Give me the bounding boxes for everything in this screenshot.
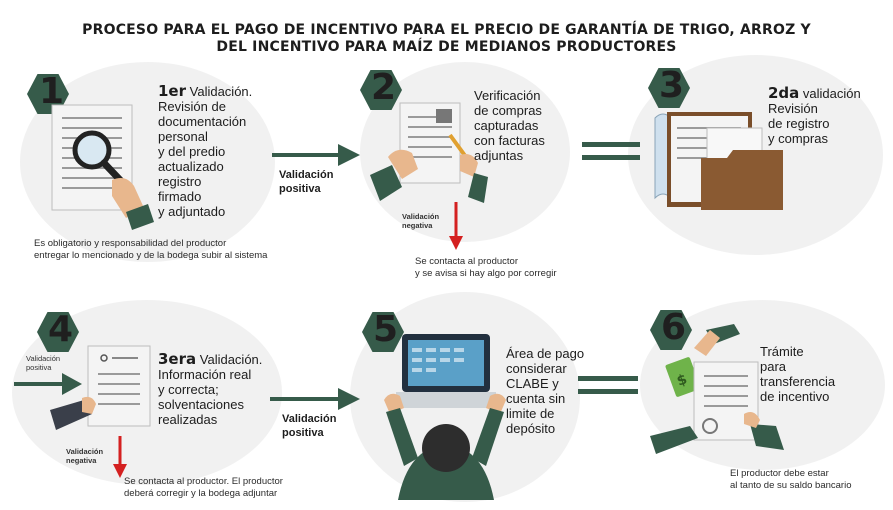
step-1-line: firmado xyxy=(158,189,202,204)
step-6-line: de incentivo xyxy=(760,389,830,404)
step-1-line: Revisión de xyxy=(158,99,226,114)
title-line-2: DEL INCENTIVO PARA MAÍZ DE MEDIANOS PROD… xyxy=(216,39,677,55)
step-2-negative-note-line: Se contacta al productor xyxy=(415,256,518,267)
step-1-heading: 1er xyxy=(158,82,187,100)
step-2-line: con facturas xyxy=(474,133,545,148)
step-4-positive-label: Validación positiva xyxy=(26,354,60,372)
step-5-line: limite de xyxy=(506,406,555,421)
step-6-line: transferencia xyxy=(760,374,836,389)
step-3-line: Revisión xyxy=(768,101,818,116)
step-4-negative-note-line: deberá corregir y la bodega adjuntar xyxy=(124,488,278,499)
step-6-note-line: al tanto de su saldo bancario xyxy=(730,480,852,491)
step-4-negative-note-line: Se contacta al productor. El productor xyxy=(124,476,283,487)
step-4-line: y correcta; xyxy=(158,382,219,397)
step-4-number: 4 xyxy=(48,309,74,350)
step-2-negative-label: Validación negativa xyxy=(402,212,439,230)
step-2-line: de compras xyxy=(474,103,542,118)
step-4-negative-label: Validación negativa xyxy=(66,447,103,465)
step-2-negative-note: Se contacta al productor y se avisa si h… xyxy=(415,256,615,280)
incoming-positive-arrow xyxy=(14,373,82,395)
checklist-document-icon xyxy=(50,345,151,430)
step-2-line: Verificación xyxy=(474,88,541,103)
step-4-heading-rest: Validación. xyxy=(196,352,263,367)
step-2-line: adjuntas xyxy=(474,148,524,163)
diagram-title: PROCESO PARA EL PAGO DE INCENTIVO PARA E… xyxy=(0,22,893,56)
equals-connector-2 xyxy=(578,376,638,394)
step-4-negative-label-line: negativa xyxy=(66,456,97,465)
step-4-positive-label-line: Validación xyxy=(26,354,61,363)
step-1-text: 1er Validación. Revisión de documentació… xyxy=(158,82,288,220)
step-4-heading: 3era xyxy=(158,350,197,368)
step-5-number: 5 xyxy=(373,309,399,350)
positive-label-1-line: positiva xyxy=(279,183,321,195)
positive-arrow-1 xyxy=(272,144,360,166)
laptop-icon xyxy=(384,334,506,500)
step-2-number: 2 xyxy=(371,67,397,108)
step-4-text: 3era Validación. Información real y corr… xyxy=(158,350,288,428)
step-5-text: Área de pago considerar CLABE y cuenta s… xyxy=(506,346,616,436)
step-5-line: depósito xyxy=(506,421,556,436)
step-3-heading-rest: validación xyxy=(799,86,861,101)
step-4-positive-label-line: positiva xyxy=(26,363,52,372)
positive-label-2: Validación positiva xyxy=(282,412,336,440)
positive-label-1-line: Validación xyxy=(279,169,334,181)
step-3-number: 3 xyxy=(659,65,685,106)
step-2-negative-label-line: Validación xyxy=(402,212,440,221)
step-1-line: y adjuntado xyxy=(158,204,226,219)
negative-arrow-2 xyxy=(449,202,463,250)
step-2-negative-label-line: negativa xyxy=(402,221,433,230)
step-3-line: y compras xyxy=(768,131,828,146)
step-1-heading-rest: Validación. xyxy=(186,84,253,99)
step-5-line: cuenta sin xyxy=(506,391,566,406)
step-1-line: documentación xyxy=(158,114,247,129)
title-line-1: PROCESO PARA EL PAGO DE INCENTIVO PARA E… xyxy=(82,22,811,38)
step-4-negative-note: Se contacta al productor. El productor d… xyxy=(124,476,354,500)
step-1-line: personal xyxy=(158,129,208,144)
equals-connector-1 xyxy=(582,142,640,160)
step-1-line: actualizado xyxy=(158,159,224,174)
step-6-line: Trámite xyxy=(760,344,804,359)
step-1-note-line: Es obligatorio y responsabilidad del pro… xyxy=(34,238,227,249)
step-3-heading: 2da xyxy=(768,84,800,102)
step-5-line: Área de pago xyxy=(506,346,585,361)
step-3-text: 2da validación Revisión de registro y co… xyxy=(768,84,888,147)
positive-label-2-line: positiva xyxy=(282,427,324,439)
step-6-line: para xyxy=(760,359,787,374)
positive-label-1: Validación positiva xyxy=(279,168,333,196)
step-1-line: registro xyxy=(158,174,202,189)
negative-arrow-4 xyxy=(113,436,127,478)
step-4-line: Información real xyxy=(158,367,252,382)
step-1-number: 1 xyxy=(39,71,65,112)
step-5-line: CLABE y xyxy=(506,376,559,391)
step-4-line: realizadas xyxy=(158,412,218,427)
step-6-note: El productor debe estar al tanto de su s… xyxy=(730,468,890,492)
step-1-note-line: entregar lo mencionado y de la bodega su… xyxy=(34,250,268,261)
positive-arrow-2 xyxy=(270,388,360,410)
document-pen-icon xyxy=(370,102,488,203)
positive-label-2-line: Validación xyxy=(282,413,337,425)
step-6-note-line: El productor debe estar xyxy=(730,468,829,479)
step-5-line: considerar xyxy=(506,361,567,376)
step-1-note: Es obligatorio y responsabilidad del pro… xyxy=(34,238,334,262)
step-4-line: solventaciones xyxy=(158,397,244,412)
step-6-text: Trámite para transferencia de incentivo xyxy=(760,344,880,404)
step-2-negative-note-line: y se avisa si hay algo por corregir xyxy=(415,268,557,279)
money-transfer-icon: $ xyxy=(650,324,784,454)
step-4-negative-label-line: Validación xyxy=(66,447,104,456)
step-1-line: y del predio xyxy=(158,144,226,159)
step-3-line: de registro xyxy=(768,116,830,131)
step-6-number: 6 xyxy=(661,307,687,348)
magnifier-document-icon xyxy=(51,104,154,230)
step-2-text: Verificación de compras capturadas con f… xyxy=(474,88,584,163)
folder-icon xyxy=(654,112,783,210)
step-2-line: capturadas xyxy=(474,118,539,133)
